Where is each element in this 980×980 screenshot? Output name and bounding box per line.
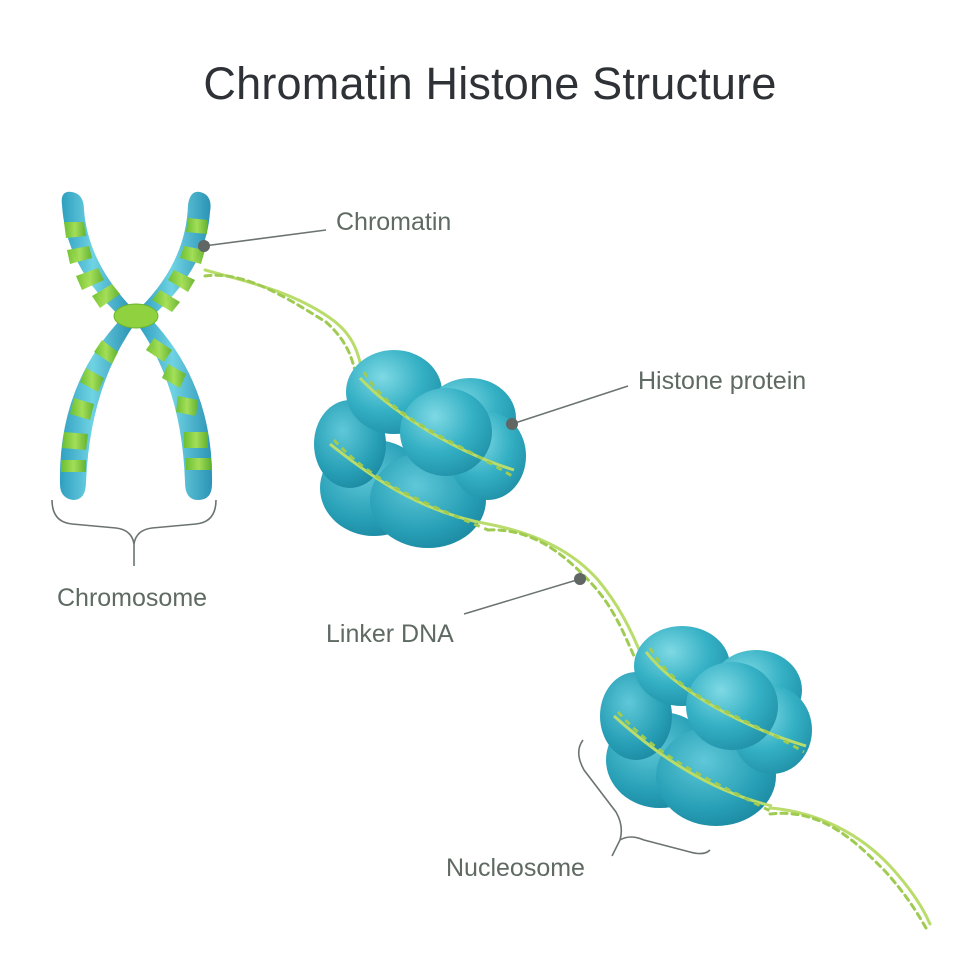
centromere xyxy=(113,303,159,329)
chromatin-pointer xyxy=(198,229,327,252)
histone-protein-pointer xyxy=(506,385,629,430)
chromosome-label: Chromosome xyxy=(57,584,208,612)
linker-dna-label: Linker DNA xyxy=(326,620,454,648)
chromosome-bracket xyxy=(51,499,217,566)
nucleosome-label: Nucleosome xyxy=(446,854,585,882)
nucleosome-bracket xyxy=(577,739,711,857)
chromatin-label: Chromatin xyxy=(336,208,452,236)
diagram-title: Chromatin Histone Structure xyxy=(203,58,777,109)
nucleosome-2 xyxy=(600,626,812,826)
chromosome-arm-lower-right xyxy=(140,318,213,500)
linker-dna-pointer xyxy=(463,573,586,615)
chromosome-arm-upper-left xyxy=(61,191,132,318)
nucleosome-1 xyxy=(314,350,526,548)
histone-protein-label: Histone protein xyxy=(638,367,807,395)
chromosome-illustration xyxy=(59,191,213,500)
chromosome-arm-lower-left xyxy=(59,318,132,500)
chromosome-arm-upper-right xyxy=(140,191,211,318)
dna-strand xyxy=(203,268,932,930)
